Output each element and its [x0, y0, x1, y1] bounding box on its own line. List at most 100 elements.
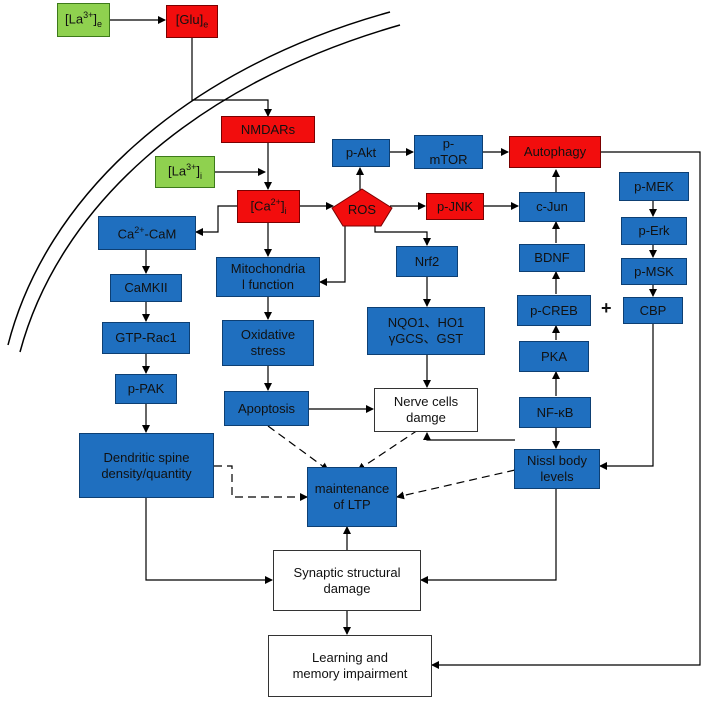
node-p-erk: p-Erk	[621, 217, 687, 245]
node-p-akt: p-Akt	[332, 139, 390, 167]
camkii-label: CaMKII	[124, 280, 168, 296]
node-p-pak: p-PAK	[115, 374, 177, 404]
node-nqo1-ho1: NQO1、HO1 γGCS、GST	[367, 307, 485, 355]
node-dendritic-spine: Dendritic spine density/quantity	[79, 433, 214, 498]
nmdars-label: NMDARs	[240, 121, 296, 137]
mito-label: Mitochondria l function	[230, 261, 306, 292]
nqo1-label: NQO1、HO1 γGCS、GST	[387, 315, 465, 346]
edge-glu-nmdars	[191, 38, 272, 117]
p-pak-label: p-PAK	[127, 381, 165, 397]
node-nmdars: NMDARs	[221, 116, 315, 143]
node-ros: ROS	[332, 194, 392, 224]
edge-ros-nrf2	[374, 222, 431, 246]
learning-label: Learning and memory impairment	[292, 650, 408, 681]
membrane-inner-arc	[19, 24, 401, 353]
glu-e-main: [Glu]	[175, 12, 204, 28]
membrane-outer-arc	[7, 11, 391, 346]
p-erk-label: p-Erk	[638, 223, 670, 239]
p-mtor-label: p- mTOR	[429, 136, 468, 167]
bdnf-label: BDNF	[534, 250, 570, 266]
edge-nissl-nerve	[423, 432, 515, 441]
node-cbp: CBP	[623, 297, 683, 324]
edge-apoptosis-ltp	[267, 425, 329, 471]
node-gtp-rac1: GTP-Rac1	[102, 322, 190, 354]
ca-i-sub: i	[284, 205, 287, 216]
dendritic-label: Dendritic spine density/quantity	[101, 449, 192, 481]
node-c-jun: c-Jun	[519, 192, 585, 222]
node-p-mek: p-MEK	[619, 172, 689, 201]
ros-label: ROS	[347, 201, 377, 217]
edge-nissl-ltp	[396, 469, 516, 500]
ca-cam-post: -CaM	[144, 225, 177, 241]
c-jun-label: c-Jun	[536, 199, 568, 215]
p-akt-label: p-Akt	[345, 145, 377, 161]
plus-sign-label: +	[601, 298, 612, 318]
edge-ca-cacam	[195, 205, 237, 236]
node-la-intracellular: [La3+]i	[155, 156, 215, 188]
node-p-msk: p-MSK	[621, 258, 687, 285]
la-i-main: [La	[168, 163, 187, 179]
nerve-label: Nerve cells damge	[393, 394, 459, 425]
p-mek-label: p-MEK	[634, 178, 674, 194]
node-autophagy: Autophagy	[509, 136, 601, 168]
edge-dendritic-synaptic	[145, 498, 273, 584]
node-bdnf: BDNF	[519, 244, 585, 272]
node-p-mtor: p- mTOR	[414, 135, 483, 169]
nrf2-label: Nrf2	[414, 253, 440, 269]
plus-sign: +	[601, 298, 612, 319]
node-nrf2: Nrf2	[396, 246, 458, 277]
node-glu-extracellular: [Glu]e	[166, 5, 218, 38]
node-p-creb: p-CREB	[517, 295, 591, 326]
la-e-sup: 3+	[83, 10, 94, 21]
edge-cbp-nissl	[599, 324, 654, 470]
node-nerve-cells-damage: Nerve cells damge	[374, 388, 478, 432]
edge-autophagy-learning	[431, 151, 701, 669]
node-la-extracellular: [La3+]e	[57, 3, 110, 37]
node-maintenance-ltp: maintenance of LTP	[307, 467, 397, 527]
glu-e-sub: e	[203, 19, 209, 30]
node-camkii: CaMKII	[110, 274, 182, 302]
edge-ros-mito	[319, 220, 346, 286]
gtp-rac1-label: GTP-Rac1	[115, 330, 177, 346]
node-oxidative-stress: Oxidative stress	[222, 320, 314, 366]
p-jnk-label: p-JNK	[436, 198, 474, 214]
edge-nerve-ltp	[357, 429, 419, 471]
node-ca-intracellular: [Ca2+]i	[237, 190, 300, 223]
ca-i-sup: 2+	[270, 196, 281, 207]
p-creb-label: p-CREB	[530, 302, 578, 318]
node-apoptosis: Apoptosis	[224, 391, 309, 426]
autophagy-label: Autophagy	[523, 144, 587, 160]
ros-pentagon	[331, 188, 393, 227]
ltp-label: maintenance of LTP	[314, 481, 390, 512]
node-nissl-body-levels: Nissl body levels	[514, 449, 600, 489]
cbp-label: CBP	[639, 302, 667, 318]
nfkb-label: NF-κB	[536, 404, 574, 420]
la-e-main: [La	[65, 11, 84, 27]
nissl-label: Nissl body levels	[527, 453, 587, 484]
ca-i-close: ]	[280, 197, 285, 213]
la-e-close: ]	[93, 11, 97, 27]
ca-cam-sup: 2+	[134, 224, 145, 235]
node-p-jnk: p-JNK	[426, 193, 484, 220]
pka-label: PKA	[540, 348, 567, 364]
node-ca-cam: Ca2+-CaM	[98, 216, 196, 250]
node-nf-kb: NF-κB	[519, 397, 591, 428]
node-learning-memory-impairment: Learning and memory impairment	[268, 635, 432, 697]
edge-dendritic-ltp	[214, 465, 308, 501]
apoptosis-label: Apoptosis	[237, 400, 296, 416]
node-pka: PKA	[519, 341, 589, 372]
la-i-sub: i	[199, 171, 202, 182]
ca-i-main: [Ca	[250, 197, 271, 213]
la-i-close: ]	[196, 163, 200, 179]
la-i-sup: 3+	[186, 162, 197, 173]
p-msk-label: p-MSK	[634, 263, 674, 279]
node-synaptic-structural-damage: Synaptic structural damage	[273, 550, 421, 611]
node-mitochondrial-function: Mitochondria l function	[216, 257, 320, 297]
la-e-sub: e	[96, 19, 102, 30]
edge-nissl-synaptic	[420, 488, 557, 584]
synaptic-label: Synaptic structural damage	[293, 564, 401, 596]
oxidative-label: Oxidative stress	[240, 327, 296, 358]
ca-cam-pre: Ca	[117, 225, 135, 241]
